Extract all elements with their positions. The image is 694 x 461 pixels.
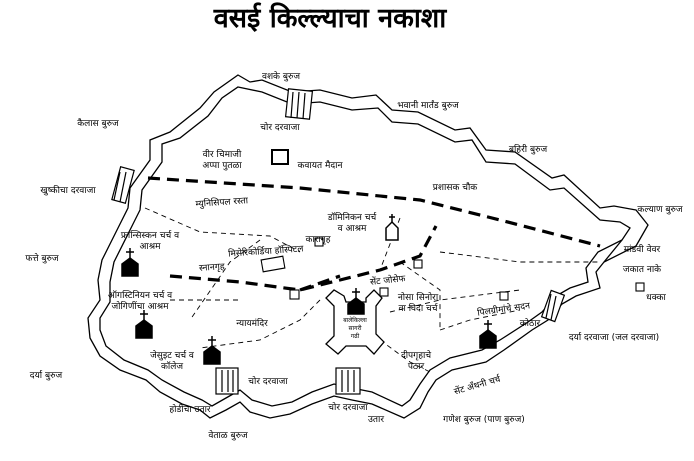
label-misericordia: मिसेरिकोर्डिया हॉस्पिटल bbox=[228, 242, 305, 259]
label-mandavi-1: मांडवी वेवर bbox=[624, 243, 661, 255]
dominican-church-icon bbox=[385, 214, 399, 241]
label-chor-darwaja-top: चोर दरवाजा bbox=[260, 121, 300, 133]
label-appa-putla: अप्पा पुतळा bbox=[202, 161, 242, 171]
label-municipal-road: म्युनिसिपल रस्ता bbox=[195, 194, 249, 210]
label-bhavani-buruj: भवानी मार्तंड बुरुज bbox=[397, 99, 459, 111]
label-prashasak-chowk: प्रशासक चौक bbox=[433, 181, 478, 193]
franciscan-church-icon bbox=[121, 248, 139, 277]
label-nyayamandir: न्यायमंदिर bbox=[236, 317, 268, 329]
fort-outer-wall bbox=[87, 74, 649, 419]
nyayamandir-box bbox=[289, 289, 300, 300]
label-dipgruh-1: दीपगृहाचे bbox=[401, 349, 431, 361]
roads bbox=[144, 207, 600, 373]
label-dominican-2: व आश्रम bbox=[338, 224, 367, 234]
label-balekilla-3: गढी bbox=[351, 332, 360, 340]
label-franciscan-1: फ्रान्सिस्कन चर्च व bbox=[121, 229, 180, 241]
kothar-box bbox=[499, 291, 509, 301]
label-balekilla-1: बालेकिल्ला bbox=[343, 316, 367, 324]
label-ganesh-buruj: गणेश बुरुज (पाण बुरुज) bbox=[443, 413, 525, 425]
label-dominican-1: डॉमिनिकन चर्च bbox=[327, 211, 377, 223]
label-hodicha-utar: होडीचा उतार bbox=[169, 403, 211, 415]
khushki-gate-symbol bbox=[111, 166, 135, 204]
label-veer-chimaji: वीर चिमाजी bbox=[203, 148, 242, 160]
label-kavayat-maidan: कवायत मैदान bbox=[298, 159, 344, 171]
citadel-outline bbox=[325, 289, 385, 355]
label-darya-buruj: दर्या बुरुज bbox=[30, 369, 63, 381]
church-symbols bbox=[121, 214, 497, 365]
label-dipgruh-2: पठार bbox=[408, 362, 425, 372]
kavayat-square bbox=[271, 149, 289, 165]
label-dariya-darwaja: दर्या दरवाजा (जल दरवाजा) bbox=[569, 331, 659, 343]
label-franciscan-2: आश्रम bbox=[140, 242, 162, 252]
label-saint-joseph: सेंट जोसेफ bbox=[369, 272, 407, 288]
bold-boundaries bbox=[147, 176, 601, 292]
label-baheri-buruj: बहिरी बुरुज bbox=[509, 143, 548, 155]
label-kothar: कोठार bbox=[520, 317, 541, 329]
label-jesuit-2: कॉलेज bbox=[161, 360, 183, 372]
saint-anthony-church-icon bbox=[479, 320, 497, 349]
label-vetal-buruj: वेताळ बुरुज bbox=[208, 429, 248, 441]
snanagruh-box bbox=[260, 255, 286, 273]
mandavi-box bbox=[635, 282, 645, 292]
label-kailas-buruj: कैलास बुरुज bbox=[77, 117, 119, 129]
label-pilgrim: पिलग्रीमांचे सदन bbox=[476, 299, 531, 318]
map-title: वसई किल्ल्याचा नकाशा bbox=[213, 2, 447, 34]
label-dhakka: धक्का bbox=[646, 293, 666, 303]
label-chor-darwaja-bottom: चोर दरवाजा bbox=[328, 401, 368, 413]
label-vashi-buruj: वशके बुरुज bbox=[262, 70, 300, 82]
chor-gate-top-symbol bbox=[284, 88, 314, 120]
chor-gate-bottom-symbol bbox=[335, 367, 361, 395]
dariya-gate-symbol bbox=[540, 289, 566, 323]
label-utar: उतार bbox=[368, 415, 384, 425]
jesuit-church-icon bbox=[203, 336, 221, 365]
label-chor-darwaja-left: चोर दरवाजा bbox=[248, 375, 288, 387]
label-balekilla-2: सागरी bbox=[349, 324, 362, 332]
label-snanagruh: स्नानगृह bbox=[199, 262, 225, 274]
label-jesuit-1: जेसुइट चर्च व bbox=[150, 349, 195, 361]
label-khushki-darwaja: खुष्कीचा दरवाजा bbox=[40, 184, 96, 196]
road-box bbox=[413, 259, 423, 269]
augustinian-church-icon bbox=[135, 310, 153, 339]
label-nosa-1: नोसा सिनोरा bbox=[398, 291, 439, 303]
gates bbox=[111, 88, 566, 395]
label-karagruh: कारागृह bbox=[305, 235, 330, 245]
label-kalyan-buruj: कल्याण बुरुज bbox=[637, 205, 682, 215]
label-fatte-buruj: फत्ते बुरुज bbox=[25, 252, 59, 264]
saint-joseph-box bbox=[379, 287, 389, 297]
label-augustinian-2: जोगिणींचा आश्रम bbox=[111, 300, 169, 312]
karagruh-box bbox=[314, 237, 324, 247]
chor-gate-left-symbol bbox=[215, 367, 239, 395]
nosa-church-icon bbox=[347, 288, 365, 315]
building-squares bbox=[260, 149, 645, 301]
label-mandavi-2: जकात नाके bbox=[623, 263, 662, 275]
label-nosa-2: वा विदा चर्च bbox=[399, 302, 439, 314]
label-saint-anthony: सेंट अँथनी चर्च bbox=[453, 372, 503, 397]
label-augustinian-1: ऑगस्टिनियन चर्च व bbox=[108, 289, 173, 301]
